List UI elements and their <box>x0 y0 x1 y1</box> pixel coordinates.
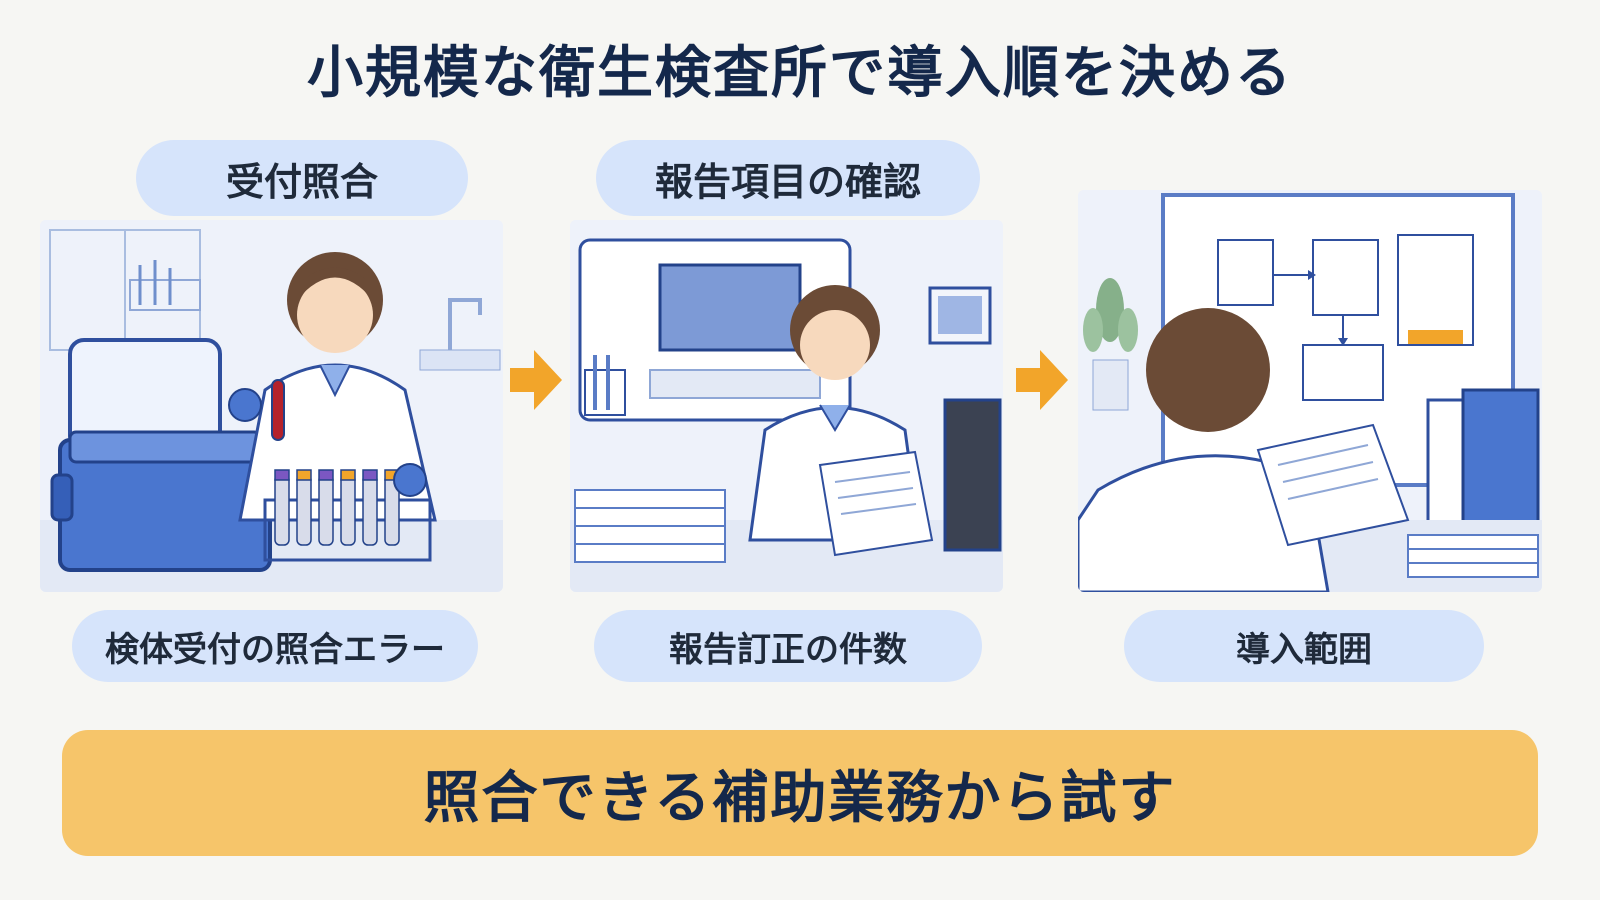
step-2-label: 報告項目の確認 <box>596 140 980 216</box>
arrow-right-icon <box>1016 350 1068 410</box>
step-1-label: 受付照合 <box>136 140 468 216</box>
arrow-right-icon <box>510 350 562 410</box>
conclusion-banner: 照合できる補助業務から試す <box>62 730 1538 856</box>
step-3-illustration <box>1078 190 1542 592</box>
step-2-metric: 報告訂正の件数 <box>594 610 982 682</box>
step-1-illustration <box>40 220 503 592</box>
page-title: 小規模な衛生検査所で導入順を決める <box>307 41 1293 106</box>
step-2-illustration <box>570 220 1003 592</box>
step-3-metric: 導入範囲 <box>1124 610 1484 682</box>
step-1-metric: 検体受付の照合エラー <box>72 610 478 682</box>
